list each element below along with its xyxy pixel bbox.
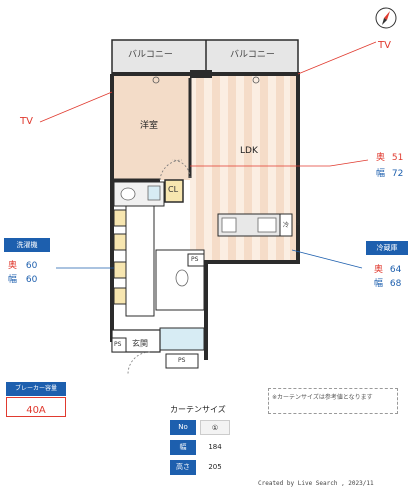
washer-width-label: 幅 (8, 275, 18, 285)
closet-label: CL (168, 185, 179, 194)
fridge-height-label: 奥 (374, 265, 384, 275)
western-room-floor (112, 74, 190, 180)
curtain-row-value-0: ① (200, 420, 230, 435)
fridge-title: 冷蔵庫 (366, 241, 408, 255)
breaker-value: 40A (26, 405, 46, 416)
ldk-window-width-value: 72 (391, 169, 404, 179)
room-ldk-label: LDK (240, 146, 258, 156)
washer-depth: 奥 60 (8, 258, 37, 271)
note-text: ※カーテンサイズは参考値となります (272, 394, 373, 401)
ldk-window-width: 幅 72 (376, 166, 403, 179)
balcony-area (111, 39, 299, 75)
balcony-label-left: バルコニー (128, 50, 173, 60)
fridge-width: 幅 68 (374, 276, 401, 289)
curtain-title: カーテンサイズ (170, 405, 226, 414)
ps-label-upper: PS (191, 256, 199, 263)
room-western-label: 洋室 (140, 121, 159, 131)
compass-icon (375, 7, 397, 29)
breaker-title: ブレーカー容量 (6, 382, 66, 396)
tv-label-left: TV (20, 116, 33, 127)
entrance-label: 玄関 (132, 339, 148, 348)
fridge-height-value: 64 (389, 265, 402, 275)
curtain-row-label-1: 幅 (170, 440, 196, 455)
washer-depth-label: 奥 (8, 261, 18, 271)
s-mark: S (296, 220, 300, 227)
ldk-window-height: 奥 51 (376, 150, 403, 163)
credit-text: Created by Live Search , 2023/11 (258, 480, 374, 487)
washer-width-value: 60 (25, 275, 38, 285)
curtain-row-value-1: 184 (208, 443, 222, 451)
fridge-width-value: 68 (389, 279, 402, 289)
curtain-row-value-2: 205 (208, 463, 222, 471)
curtain-row-label-0: No (170, 420, 196, 435)
ldk-window-width-label: 幅 (376, 169, 386, 179)
ps-label-left: PS (114, 341, 122, 348)
fridge-width-label: 幅 (374, 279, 384, 289)
bath (159, 327, 205, 351)
breaker-value-box: 40A (6, 397, 66, 417)
fridge-mark: 冷 (283, 222, 290, 229)
storage-shelves (113, 209, 127, 305)
balcony-label-right: バルコニー (230, 50, 275, 60)
washer-title: 洗濯機 (4, 238, 50, 252)
washer-width: 幅 60 (8, 272, 37, 285)
curtain-row-label-2: 高さ (170, 460, 196, 475)
ldk-window-height-label: 奥 (376, 153, 386, 163)
note-box: ※カーテンサイズは参考値となります (268, 388, 398, 414)
washer-depth-value: 60 (25, 261, 38, 271)
ldk-window-height-value: 51 (391, 153, 404, 163)
fridge-height: 奥 64 (374, 262, 401, 275)
compass (374, 6, 398, 30)
ps-label-lower: PS (178, 357, 186, 364)
closet-box (164, 179, 184, 203)
tv-label-right: TV (378, 40, 391, 51)
